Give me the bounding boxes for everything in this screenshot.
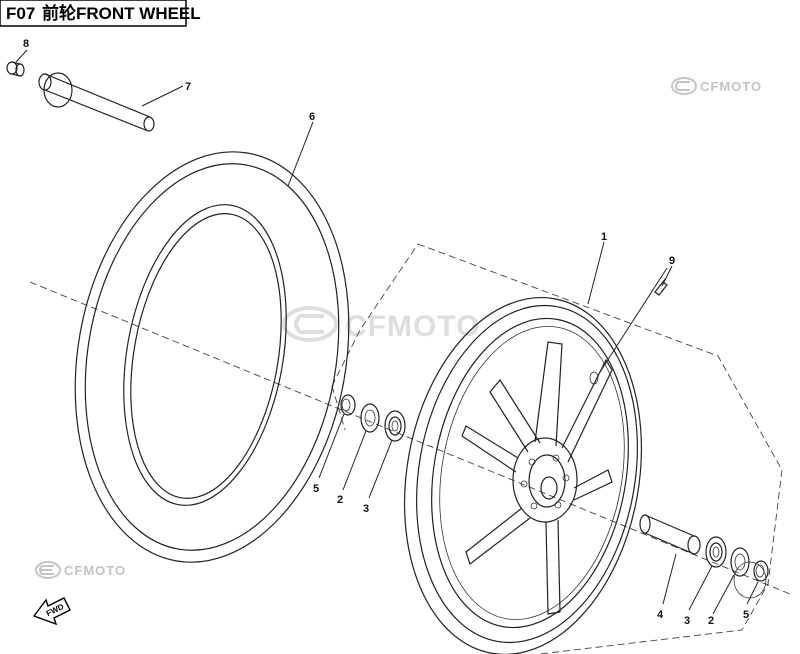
watermark-bottom-left: CFMOTO	[35, 561, 126, 579]
part-tire	[74, 151, 350, 563]
callout-8: 8	[23, 38, 29, 50]
title-code: F07	[6, 4, 35, 23]
callout-9: 9	[669, 255, 675, 267]
part-oil-seal-right	[730, 547, 750, 577]
callout-7: 7	[185, 81, 191, 93]
callout-1: 1	[601, 231, 607, 243]
part-bearing-left	[384, 410, 406, 442]
callout-4: 4	[657, 609, 664, 621]
callout-5-left: 5	[313, 483, 319, 495]
leader-lines	[15, 49, 759, 615]
watermark-brand-bottom: CFMOTO	[64, 563, 126, 578]
assembly-boundary	[331, 243, 783, 654]
callout-3-right: 3	[684, 615, 690, 627]
part-bolt	[6, 61, 25, 77]
title-box: F07 前轮FRONT WHEEL	[0, 0, 201, 27]
part-oil-seal-left	[360, 403, 380, 433]
part-front-wheel	[403, 296, 643, 654]
callout-5-right: 5	[743, 609, 749, 621]
watermark-center: CFMOTO	[282, 306, 480, 343]
watermark-brand-center: CFMOTO	[345, 310, 480, 343]
part-axle	[38, 72, 155, 132]
callout-2-left: 2	[337, 494, 343, 506]
title-name: 前轮FRONT WHEEL	[42, 3, 201, 23]
part-collar	[639, 514, 701, 555]
part-spacer-left	[340, 394, 356, 416]
callouts: 8 7 6 1 9 5 2 3 4 3 2 5	[23, 38, 749, 627]
callout-2-right: 2	[708, 615, 714, 627]
callout-3-left: 3	[363, 503, 369, 515]
axle-centerline	[29, 281, 791, 595]
watermark-top-right: CFMOTO	[671, 77, 762, 95]
part-bearing-right	[705, 536, 727, 568]
fwd-arrow-icon: FWD	[32, 597, 71, 626]
callout-6: 6	[309, 111, 315, 123]
watermark-brand-top: CFMOTO	[700, 79, 762, 94]
